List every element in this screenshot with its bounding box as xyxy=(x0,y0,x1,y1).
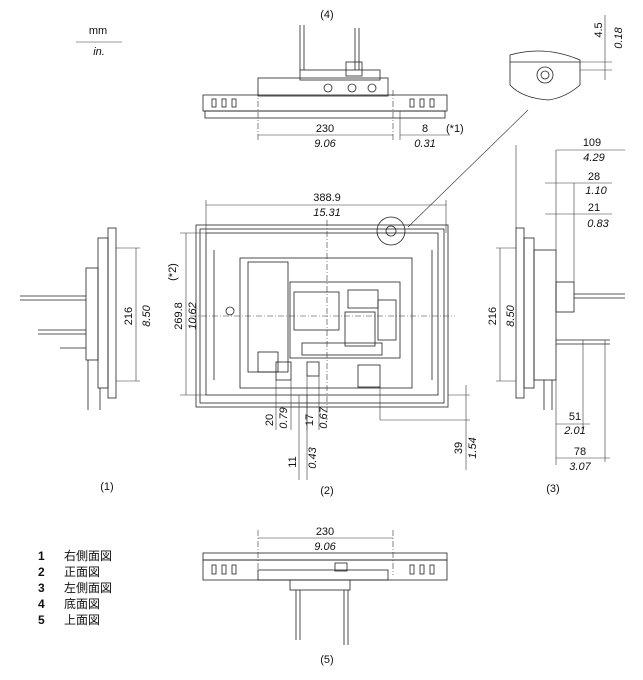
dim-230-bot: 230 xyxy=(316,526,334,538)
view-label-3: (3) xyxy=(546,483,559,495)
dim-39: 39 xyxy=(453,442,465,454)
dim-17: 17 xyxy=(304,414,316,426)
dim-2698: 269.8 xyxy=(173,302,185,330)
detail-leader-line xyxy=(407,109,529,228)
note-2: (*2) xyxy=(167,263,179,281)
dim-109: 109 xyxy=(583,137,601,149)
dim-154: 1.54 xyxy=(467,437,479,458)
dim-8: 8 xyxy=(422,123,428,135)
dim-067: 0.67 xyxy=(318,406,330,428)
unit-mm: mm xyxy=(89,25,107,37)
dim-906-top: 9.06 xyxy=(314,138,336,150)
dim-11: 11 xyxy=(287,456,299,467)
view-label-5: (5) xyxy=(320,654,333,666)
dim-031: 0.31 xyxy=(414,138,435,150)
view-label-1: (1) xyxy=(100,481,113,493)
dim-906-bot: 9.06 xyxy=(314,541,336,553)
dim-079: 0.79 xyxy=(278,407,290,428)
unit-inch: in. xyxy=(93,46,105,58)
left-side-view-drawing xyxy=(515,227,625,410)
front-view-drawing xyxy=(195,216,449,408)
dim-110: 1.10 xyxy=(585,185,607,197)
dim-45: 4.5 xyxy=(593,22,605,37)
dim-230-top: 230 xyxy=(316,123,334,135)
bottom-view-drawing xyxy=(202,25,448,119)
dim-1531: 15.31 xyxy=(313,207,341,219)
dim-216-left: 216 xyxy=(123,307,135,325)
dim-018: 0.18 xyxy=(613,26,625,48)
dim-78: 78 xyxy=(574,446,586,458)
dim-083: 0.83 xyxy=(587,218,609,230)
dim-429: 4.29 xyxy=(583,152,604,164)
dim-043: 0.43 xyxy=(307,446,319,468)
right-side-view-drawing xyxy=(20,227,117,410)
dim-850-left: 8.50 xyxy=(141,304,153,326)
top-view-drawing xyxy=(202,552,448,645)
detail-magnified-view xyxy=(509,50,581,101)
dim-307: 3.07 xyxy=(569,461,591,473)
dim-1062: 10.62 xyxy=(187,302,199,330)
dim-51: 51 xyxy=(569,411,581,423)
dim-216-right: 216 xyxy=(487,307,499,325)
view-label-4: (4) xyxy=(320,9,333,21)
dim-201: 2.01 xyxy=(563,425,585,437)
note-1: (*1) xyxy=(446,123,464,135)
dim-3889: 388.9 xyxy=(313,192,341,204)
dim-850-right: 8.50 xyxy=(505,304,517,326)
dim-21: 21 xyxy=(588,202,600,214)
dim-20: 20 xyxy=(264,414,276,426)
view-label-2: (2) xyxy=(320,485,333,497)
dim-28: 28 xyxy=(588,171,600,183)
